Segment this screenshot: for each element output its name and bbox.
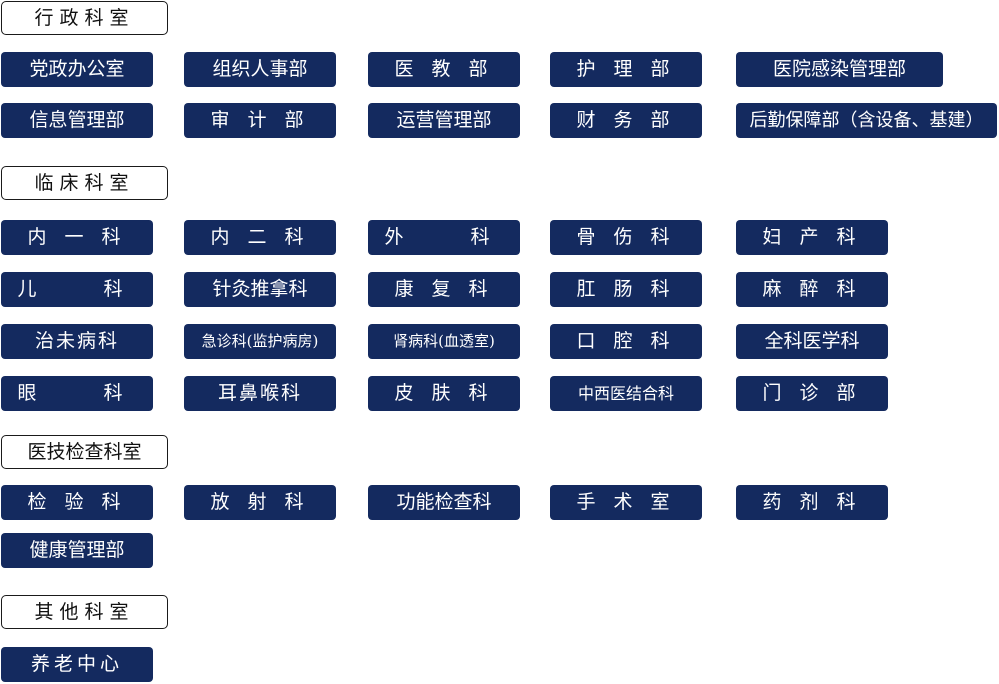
dept-button-functional-exam[interactable]: 功能检查科 <box>368 485 520 520</box>
dept-button-information[interactable]: 信息管理部 <box>1 103 153 138</box>
section-header-medical-technology: 医技检查科室 <box>1 435 168 469</box>
dept-button-orthopedics[interactable]: 骨 伤 科 <box>550 220 702 255</box>
dept-button-hr[interactable]: 组织人事部 <box>184 52 336 87</box>
dept-button-emergency[interactable]: 急诊科(监护病房) <box>184 324 336 359</box>
dept-button-general-medicine[interactable]: 全科医学科 <box>736 324 888 359</box>
dept-button-rehabilitation[interactable]: 康 复 科 <box>368 272 520 307</box>
dept-button-medical-education[interactable]: 医 教 部 <box>368 52 520 87</box>
dept-button-surgery[interactable]: 外 科 <box>368 220 520 255</box>
dept-button-integrated-medicine[interactable]: 中西医结合科 <box>550 376 702 411</box>
dept-button-operating-room[interactable]: 手 术 室 <box>550 485 702 520</box>
dept-button-pediatrics[interactable]: 儿 科 <box>1 272 153 307</box>
dept-button-laboratory[interactable]: 检 验 科 <box>1 485 153 520</box>
dept-button-anorectal[interactable]: 肛 肠 科 <box>550 272 702 307</box>
dept-button-health-management[interactable]: 健康管理部 <box>1 533 153 568</box>
dept-button-acupuncture[interactable]: 针灸推拿科 <box>184 272 336 307</box>
dept-button-stomatology[interactable]: 口 腔 科 <box>550 324 702 359</box>
dept-button-logistics[interactable]: 后勤保障部（含设备、基建） <box>736 103 997 138</box>
dept-button-ophthalmology[interactable]: 眼 科 <box>1 376 153 411</box>
dept-button-obstetrics[interactable]: 妇 产 科 <box>736 220 888 255</box>
dept-button-internal-2[interactable]: 内 二 科 <box>184 220 336 255</box>
dept-button-internal-1[interactable]: 内 一 科 <box>1 220 153 255</box>
dept-button-audit[interactable]: 审 计 部 <box>184 103 336 138</box>
dept-button-radiology[interactable]: 放 射 科 <box>184 485 336 520</box>
dept-button-preventive[interactable]: 治未病科 <box>1 324 153 359</box>
dept-button-nephrology[interactable]: 肾病科(血透室) <box>368 324 520 359</box>
section-header-clinical: 临床科室 <box>1 166 168 200</box>
section-header-other: 其他科室 <box>1 595 168 629</box>
dept-button-pharmacy[interactable]: 药 剂 科 <box>736 485 888 520</box>
dept-button-dermatology[interactable]: 皮 肤 科 <box>368 376 520 411</box>
dept-button-ent[interactable]: 耳鼻喉科 <box>184 376 336 411</box>
dept-button-outpatient[interactable]: 门 诊 部 <box>736 376 888 411</box>
dept-button-finance[interactable]: 财 务 部 <box>550 103 702 138</box>
dept-button-party-office[interactable]: 党政办公室 <box>1 52 153 87</box>
section-header-administrative: 行政科室 <box>1 1 168 35</box>
dept-button-infection-control[interactable]: 医院感染管理部 <box>736 52 943 87</box>
dept-button-anesthesia[interactable]: 麻 醉 科 <box>736 272 888 307</box>
dept-button-nursing[interactable]: 护 理 部 <box>550 52 702 87</box>
dept-button-operations[interactable]: 运营管理部 <box>368 103 520 138</box>
dept-button-elderly-care[interactable]: 养老中心 <box>1 647 153 682</box>
